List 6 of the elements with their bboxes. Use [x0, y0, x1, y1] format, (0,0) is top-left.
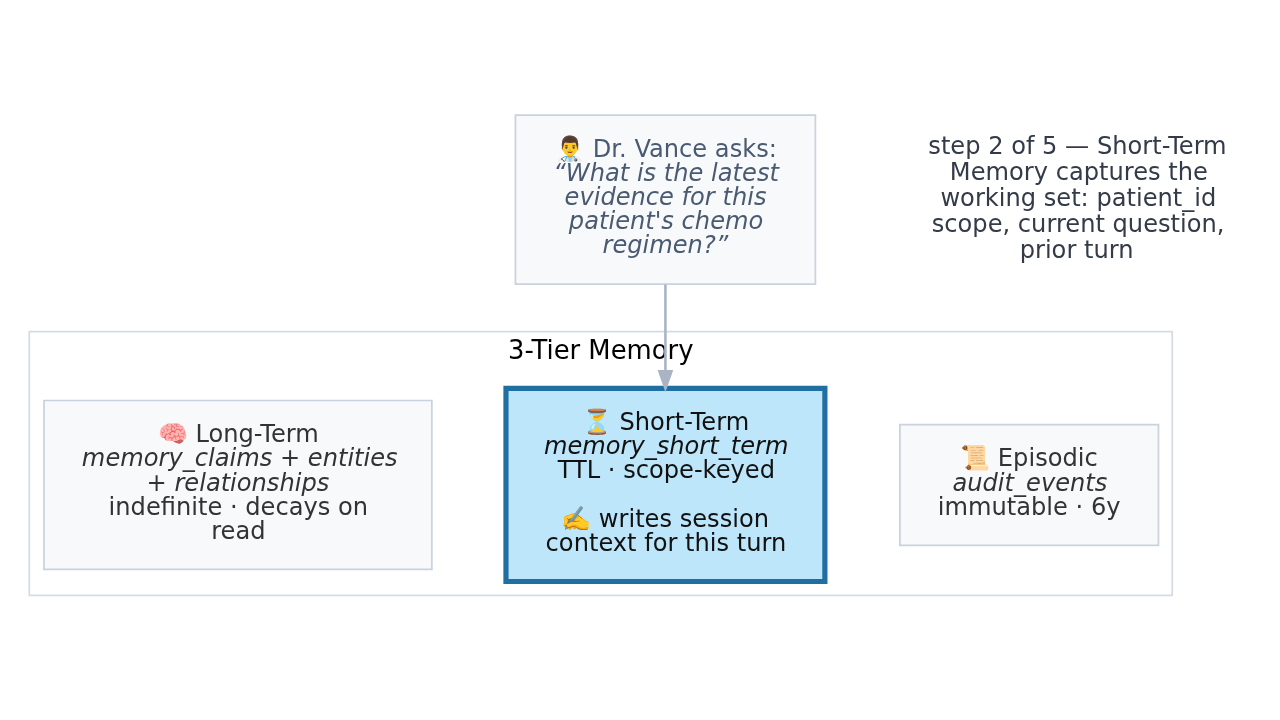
node-box: 📜 Episodic audit_events immutable · 6y — [899, 423, 1160, 547]
node-box: 👨‍⚕ Dr. Vance asks: “What is the latest evidence for this patient's chemo regimen?” — [514, 114, 817, 285]
label: step 2 of 5 — Short-Term Memory captures the working set: patient_id scope, current question, prior turn — [928, 132, 1227, 264]
node-box: 🧠 Long-Term memory_claims + entities + relationships indefinite · decays on read — [43, 399, 433, 571]
arrow — [657, 284, 674, 393]
node-box: ⏳ Short-Term memory_short_term TTL · scope-keyed ✍ writes session context for this turn — [503, 385, 828, 585]
